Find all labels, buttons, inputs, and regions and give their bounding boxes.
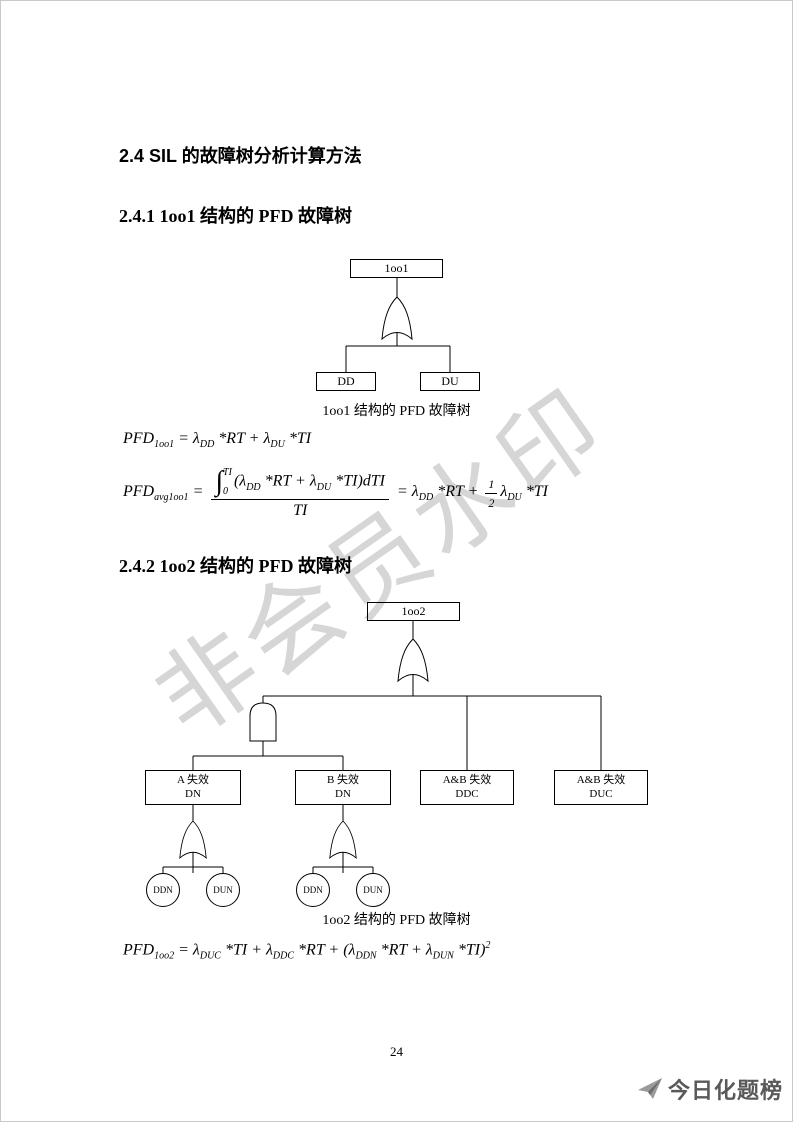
fraction-numerator: 1 xyxy=(485,477,498,494)
formula-subscript: DD xyxy=(418,492,434,504)
formula-token: λ xyxy=(500,483,508,501)
footer-brand: 今日化题榜 xyxy=(637,1073,783,1105)
and-gate-icon xyxy=(249,702,277,742)
formula-token: *RT + λ xyxy=(376,941,433,959)
or-gate-icon xyxy=(329,820,357,859)
event-label-line2: DN xyxy=(185,787,201,800)
formula-subscript: 1oo1 xyxy=(154,439,175,451)
formula-subscript: DU xyxy=(316,481,332,493)
tree1-top-event-box: 1oo1 xyxy=(350,259,443,278)
fraction-denominator: 2 xyxy=(488,495,495,510)
formula-subscript: DDN xyxy=(355,950,377,962)
event-label-line2: DN xyxy=(335,787,351,800)
formula-subscript: DUN xyxy=(432,950,454,962)
basic-event-circle-a-ddn: DDN xyxy=(146,873,180,907)
formula-token: = λ xyxy=(174,430,200,447)
formula-token: (λ xyxy=(233,472,247,490)
formula-subscript: DD xyxy=(199,439,215,451)
event-label-line1: A&B 失效 xyxy=(576,773,626,786)
tree2-top-event-box: 1oo2 xyxy=(367,602,460,621)
event-label-line1: B 失效 xyxy=(326,773,360,786)
formula-subscript: avg1oo1 xyxy=(154,492,189,504)
tree1-event-box-du: DU xyxy=(420,372,480,391)
formula-subscript: DD xyxy=(246,481,261,493)
formula-subscript: DUC xyxy=(199,950,221,962)
formula-pfd-1oo2: PFD1oo2 = λDUC *TI + λDDC *RT + (λDDN *R… xyxy=(123,940,490,962)
tree2-event-box-ddc: A&B 失效 DDC xyxy=(420,770,514,805)
or-gate-icon xyxy=(179,820,207,859)
integral-lower-limit: 0 xyxy=(223,486,229,497)
formula-token: *RT + λ xyxy=(260,472,317,490)
event-label-line1: A&B 失效 xyxy=(442,773,492,786)
page-number: 24 xyxy=(390,1044,403,1059)
formula-subscript: DDC xyxy=(272,950,295,962)
integral-upper-limit: TI xyxy=(223,467,232,478)
basic-event-circle-b-ddn: DDN xyxy=(296,873,330,907)
tree1-caption: 1oo1 结构的 PFD 故障树 xyxy=(322,404,471,419)
formula-token: *TI xyxy=(521,483,548,501)
or-gate-icon xyxy=(381,296,413,340)
event-label-line1: A 失效 xyxy=(176,773,210,786)
event-label-line2: DDC xyxy=(455,787,479,800)
tree1-event-box-dd: DD xyxy=(316,372,376,391)
subsection-heading-1oo1: 2.4.1 1oo1 结构的 PFD 故障树 xyxy=(119,206,352,226)
fraction-denominator: TI xyxy=(293,502,308,519)
fraction-numerator: ∫TI 0 (λDD *RT + λDU *TI)dTI xyxy=(211,467,389,500)
basic-event-circle-a-dun: DUN xyxy=(206,873,240,907)
formula-token: *RT + (λ xyxy=(294,941,356,959)
event-label-line2: DUC xyxy=(589,787,613,800)
formula-lhs: PFDavg1oo1 = xyxy=(123,483,207,503)
formula-pfd-1oo1: PFD1oo1 = λDD *RT + λDU *TI xyxy=(123,430,311,450)
formula-token: = xyxy=(188,483,208,501)
formula-subscript: 1oo2 xyxy=(154,950,175,962)
integral-limits: TI 0 xyxy=(223,467,232,497)
formula-subscript: DU xyxy=(270,439,285,451)
formula-token: *RT + λ xyxy=(214,430,271,447)
integral-sign: ∫ xyxy=(215,466,224,497)
formula-fraction-half: 1 2 xyxy=(485,477,498,511)
formula-rhs: = λDD *RT + xyxy=(393,483,482,503)
tree2-event-box-b: B 失效 DN xyxy=(295,770,391,805)
tree2-connectors xyxy=(162,621,602,873)
formula-superscript: 2 xyxy=(485,940,491,951)
formula-rhs-tail: λDU *TI xyxy=(500,483,548,503)
formula-token: *TI + λ xyxy=(220,941,273,959)
tree2-event-box-a: A 失效 DN xyxy=(145,770,241,805)
formula-token: *TI xyxy=(284,430,312,447)
formula-token: PFD xyxy=(123,483,155,501)
paper-plane-icon xyxy=(638,1078,662,1099)
formula-token: *TI) xyxy=(453,941,486,959)
formula-token: = xyxy=(393,483,412,501)
tree2-caption: 1oo2 结构的 PFD 故障树 xyxy=(322,913,471,928)
formula-token: *RT + xyxy=(433,483,483,501)
basic-event-circle-b-dun: DUN xyxy=(356,873,390,907)
formula-token: *TI)dTI xyxy=(331,472,385,490)
formula-subscript: DU xyxy=(507,492,522,504)
formula-token: PFD xyxy=(123,430,155,447)
section-heading: 2.4 SIL 的故障树分析计算方法 xyxy=(119,146,362,166)
formula-token: PFD xyxy=(123,941,155,959)
tree2-event-box-duc: A&B 失效 DUC xyxy=(554,770,648,805)
subsection-heading-1oo2: 2.4.2 1oo2 结构的 PFD 故障树 xyxy=(119,556,352,576)
or-gate-icon xyxy=(397,638,429,682)
footer-brand-text: 今日化题榜 xyxy=(668,1078,784,1103)
formula-token: λ xyxy=(411,483,419,501)
formula-token: = λ xyxy=(174,941,200,959)
